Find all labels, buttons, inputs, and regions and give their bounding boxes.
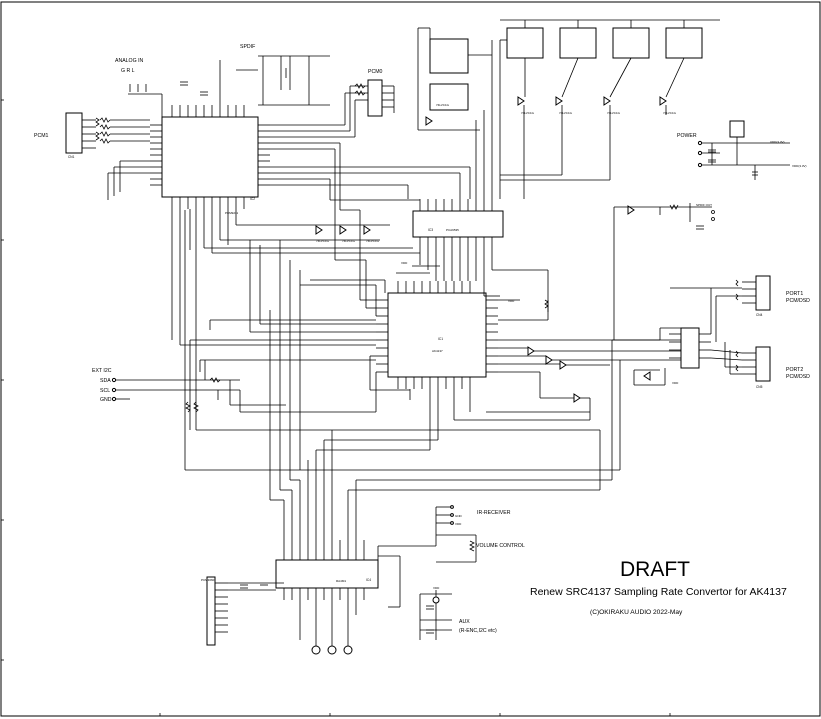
i2c-terminals — [111, 377, 454, 525]
pcm0-label: PCM0 — [368, 69, 383, 75]
spdif-out-circuit — [613, 203, 715, 340]
analog-in-label: ANALOG IN — [115, 58, 144, 64]
schematic-title: Renew SRC4137 Sampling Rate Convertor fo… — [530, 586, 787, 598]
ic1-ref: IC1 — [438, 337, 443, 341]
vdd33-out-label: VDD(3.3V) — [792, 164, 807, 168]
ic3-ref: IC3 — [428, 228, 433, 232]
buffer-caption-4: 74LVC1G — [663, 111, 677, 115]
vdd-label-aux: VDD — [433, 586, 440, 590]
vdd-label-ic1: VDD — [401, 261, 408, 265]
port2-sub-label: PCM/DSD — [786, 374, 810, 380]
ir-receiver-label: IR-RECEIVER — [477, 510, 511, 516]
port2-label: PORT2 — [786, 367, 803, 373]
analog-in-pins-label: G R L — [121, 68, 135, 74]
buffer-caption-7: 74LVC1G — [366, 239, 380, 243]
pcm1-connector: CN1 — [65, 112, 100, 159]
port1-ref: CN4 — [756, 313, 763, 317]
port1-label: PORT1 — [786, 291, 803, 297]
ic2-receiver-chip: IC2 PCM9211 — [150, 105, 270, 215]
encoder-parts — [311, 596, 440, 655]
passives — [99, 68, 758, 634]
pcm1-label: PCM1 — [34, 133, 49, 139]
ic2-ref: IC2 — [250, 197, 255, 201]
buffer-caption-3: 74LVC1G — [607, 111, 621, 115]
clock-select-blocks — [429, 27, 703, 111]
vdd-label-ir: VDD — [455, 522, 462, 526]
draft-stamp: DRAFT — [620, 558, 690, 581]
buffer-caption-1: 74LVC1G — [521, 111, 535, 115]
sda-label: SDA — [100, 378, 111, 384]
gnd-label: GND — [100, 397, 112, 403]
vdd-label-mux: VDD — [672, 381, 679, 385]
buffer-triangles — [315, 96, 667, 403]
gnd-label-ir: GND — [455, 514, 463, 518]
aux-label: AUX — [459, 619, 470, 625]
output-mux-chip — [669, 327, 711, 369]
buffer-caption-5: 74LVC1G — [316, 239, 330, 243]
copyright-text: (C)OKIRAKU AUDIO 2022-May — [590, 609, 683, 616]
buffer-caption-8: 74LVC1G — [436, 103, 450, 107]
pcm1-ref: CN1 — [68, 155, 75, 159]
power-regulator — [697, 120, 790, 180]
buffer-caption-2: 74LVC1G — [559, 111, 573, 115]
ic4-mcu-chip: IC4 RA4M1 — [275, 548, 379, 600]
ic1-part: AK4137 — [432, 349, 443, 353]
debug-header-connector — [206, 576, 228, 646]
pcm0-connector — [367, 79, 395, 117]
spdif-label: SPDIF — [240, 44, 255, 50]
port2-connector: CN5 — [735, 346, 771, 389]
buffer-caption-6: 74LVC1G — [342, 239, 356, 243]
volume-control-label: VOLUME CONTROL — [476, 543, 525, 549]
scl-label: SCL — [100, 388, 110, 394]
ext-i2c-label: EXT I2C — [92, 368, 112, 374]
ic3-expander-chip: IC3 PCA9535 — [412, 199, 504, 249]
spdif-out-label: SPDIF OUT — [696, 203, 712, 207]
ic4-part: RA4M1 — [336, 579, 346, 583]
ic4-ref: IC4 — [366, 578, 371, 582]
aux-sub-label: (R-ENC,I2C etc) — [459, 628, 497, 634]
port2-ref: CN5 — [756, 385, 763, 389]
port1-sub-label: PCM/DSD — [786, 298, 810, 304]
frame-ticks — [1, 99, 671, 716]
power-label: POWER — [677, 133, 697, 139]
port1-connector: CN4 — [735, 275, 771, 317]
vdd-label-right: VDD — [508, 299, 515, 303]
vdd33-label: VDD(3.3V) — [770, 140, 785, 144]
adc-caption: PCM3060 — [201, 578, 215, 582]
ic2-part: PCM9211 — [225, 211, 238, 215]
ic3-part: PCA9535 — [446, 228, 459, 232]
wiring — [107, 19, 743, 650]
ic1-src-chip: IC1 AK4137 — [376, 281, 498, 389]
